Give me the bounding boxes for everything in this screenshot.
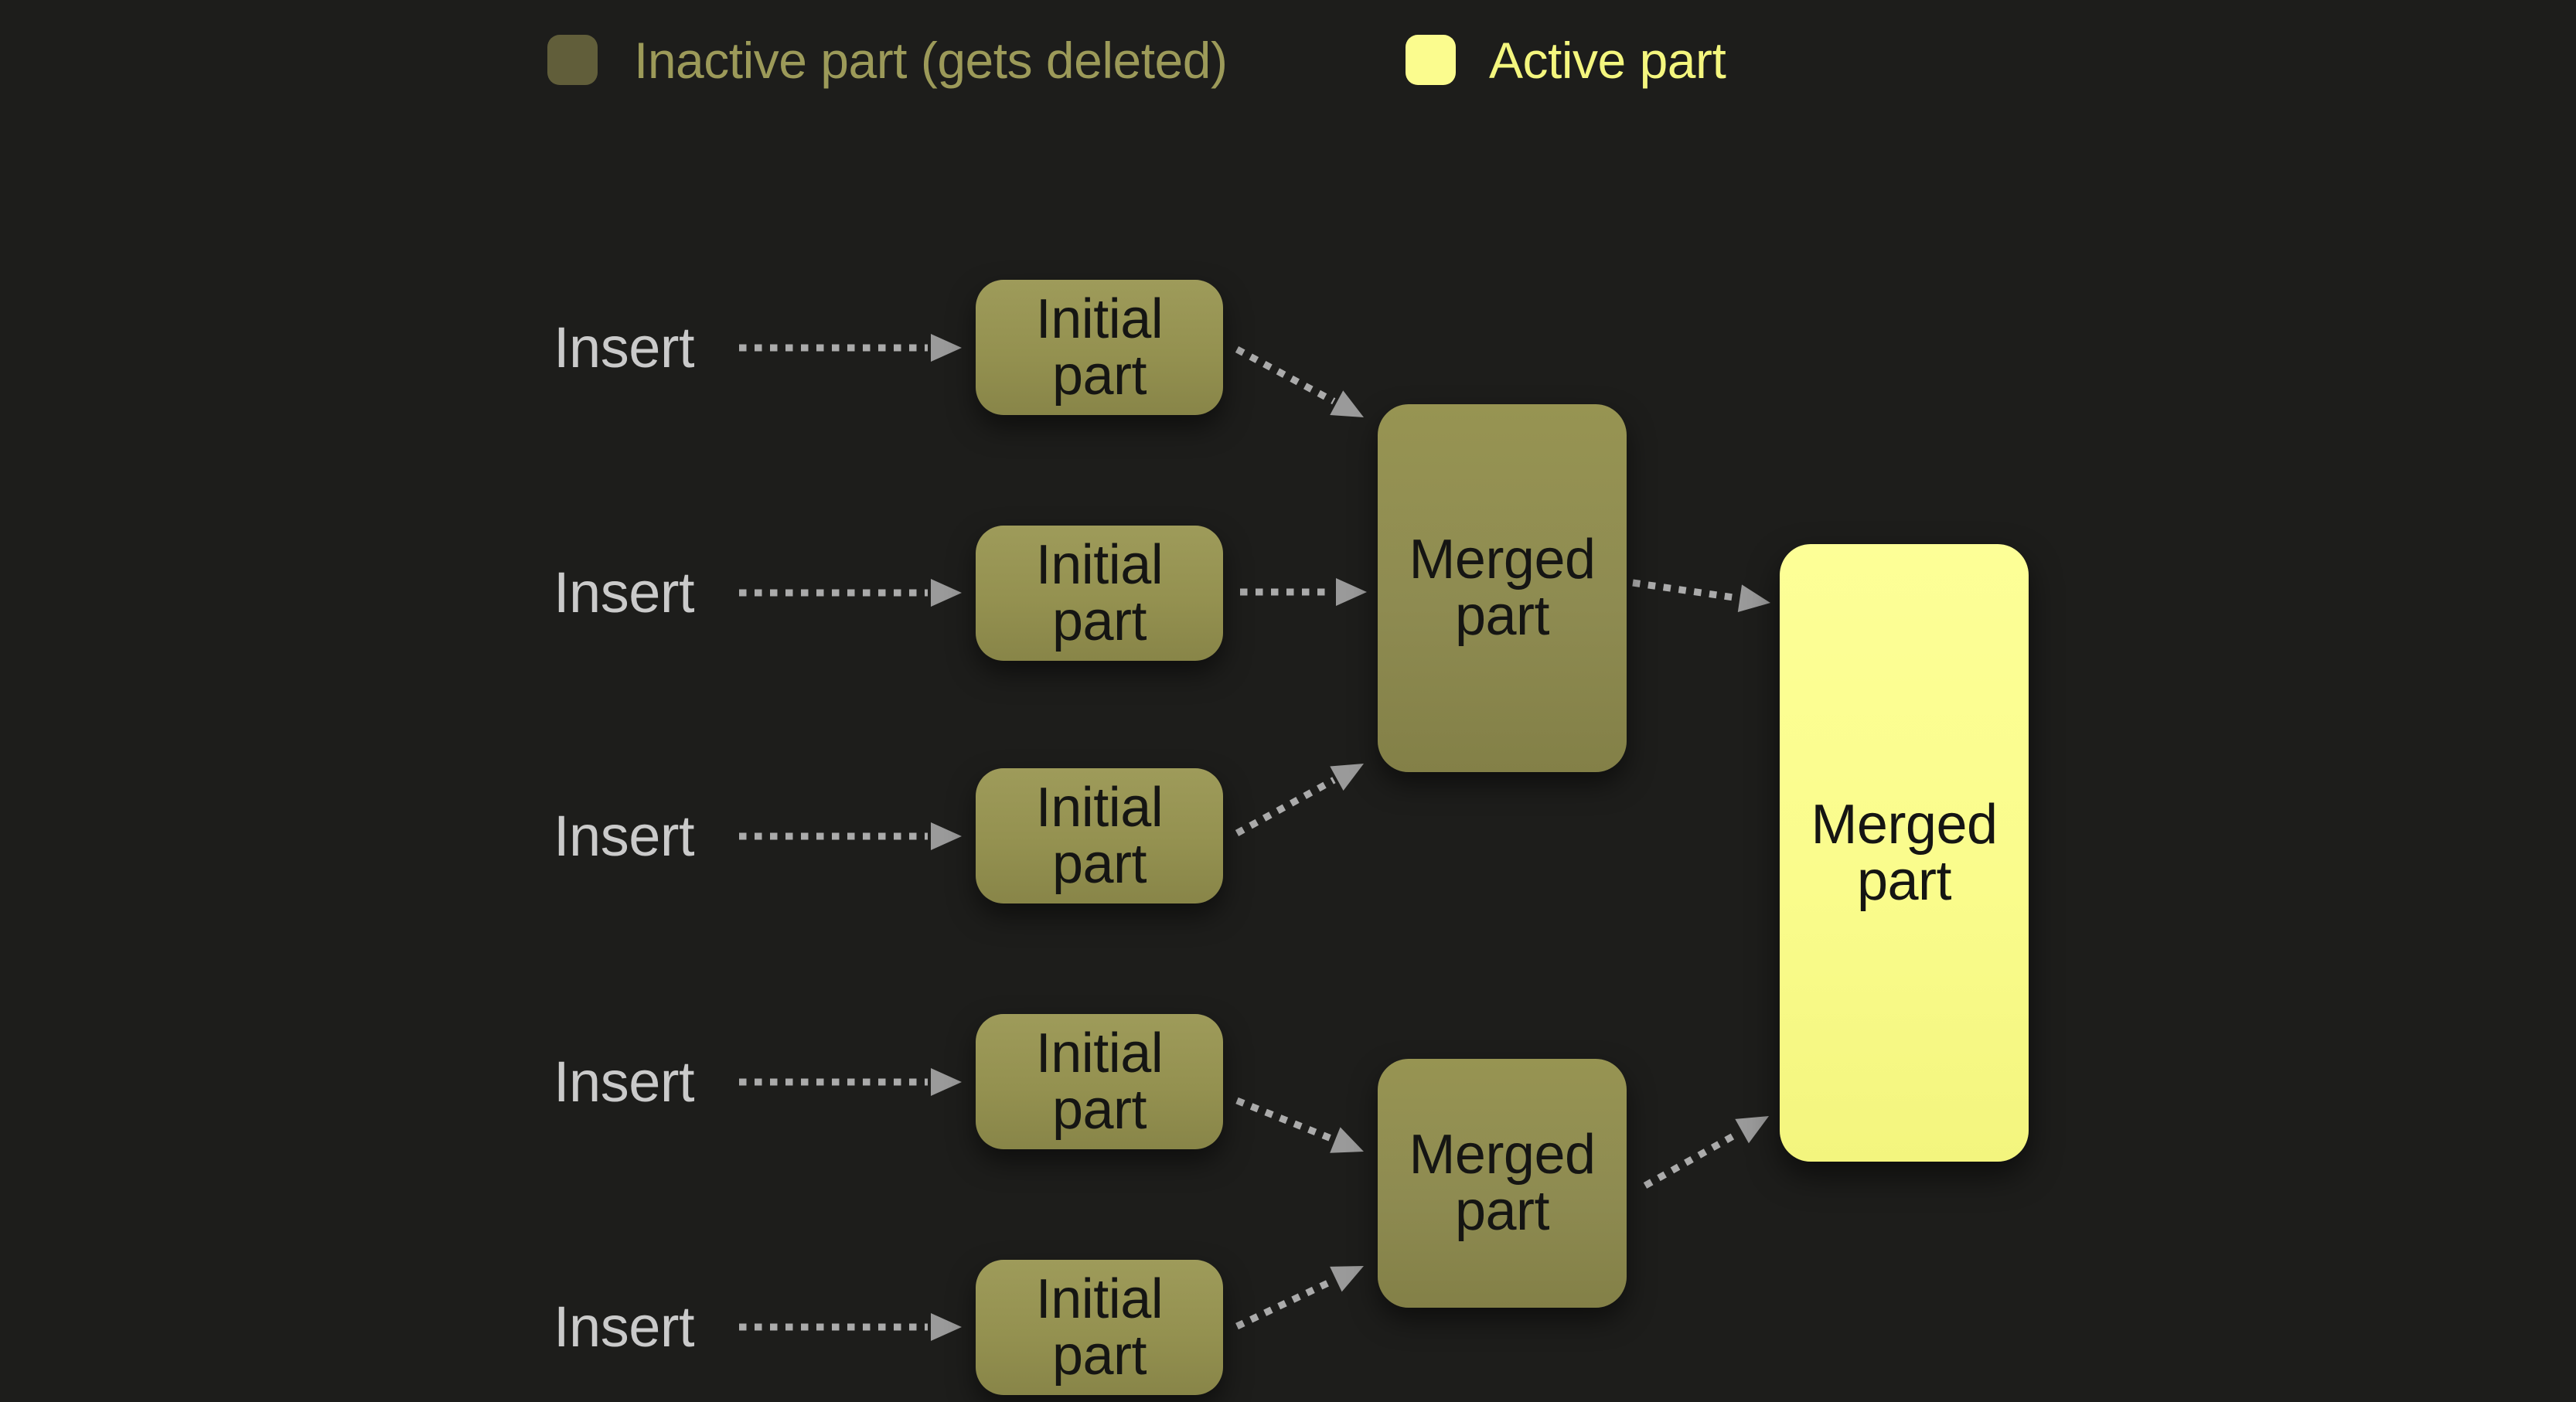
merged-part-box: Merged part bbox=[1378, 1059, 1627, 1308]
initial-part-box: Initial part bbox=[976, 1260, 1223, 1395]
arrowhead bbox=[931, 579, 962, 607]
arrowhead bbox=[1330, 1266, 1364, 1292]
arrow-initial-2-to-merged-1 bbox=[1240, 578, 1367, 606]
arrowhead bbox=[931, 1313, 962, 1341]
part-label-line: Initial bbox=[1035, 533, 1164, 596]
arrowhead bbox=[1330, 764, 1364, 791]
arrow-initial-5-to-merged-2 bbox=[1235, 1266, 1364, 1330]
insert-label: Insert bbox=[554, 560, 695, 624]
insert-label: Insert bbox=[554, 315, 695, 379]
part-label-line: Merged bbox=[1409, 529, 1596, 590]
part-label-line: part bbox=[1856, 849, 1952, 912]
arrowhead bbox=[1737, 584, 1770, 613]
legend-label-active: Active part bbox=[1489, 32, 1726, 89]
part-label-line: Initial bbox=[1035, 1022, 1164, 1084]
arrowhead bbox=[1735, 1116, 1769, 1144]
arrow-insert-5-to-initial-5 bbox=[739, 1313, 962, 1341]
arrowhead bbox=[1330, 1127, 1364, 1153]
merged-part-box: Merged part bbox=[1378, 404, 1627, 772]
insert-label: Insert bbox=[554, 804, 695, 868]
arrow-insert-4-to-initial-4 bbox=[739, 1068, 962, 1096]
part-label-line: part bbox=[1051, 1324, 1147, 1387]
part-label-line: part bbox=[1051, 1078, 1147, 1141]
legend-label-inactive: Inactive part (gets deleted) bbox=[634, 32, 1228, 89]
arrow-initial-4-to-merged-2 bbox=[1235, 1097, 1364, 1153]
arrow-initial-3-to-merged-1 bbox=[1235, 764, 1364, 836]
arrow-insert-2-to-initial-2 bbox=[739, 579, 962, 607]
part-label-line: Initial bbox=[1035, 288, 1164, 350]
initial-part-box: Initial part bbox=[976, 1014, 1223, 1149]
part-label-line: Initial bbox=[1035, 1268, 1164, 1330]
arrow-insert-3-to-initial-3 bbox=[739, 822, 962, 850]
part-label-line: part bbox=[1051, 590, 1147, 652]
part-label-line: Initial bbox=[1035, 776, 1164, 839]
arrow-initial-1-to-merged-1 bbox=[1235, 346, 1364, 417]
part-label-line: Merged bbox=[1811, 793, 1998, 856]
arrow-merged-1-to-merged-final bbox=[1632, 579, 1770, 613]
legend-swatch-active bbox=[1406, 35, 1456, 85]
arrowhead bbox=[931, 334, 962, 362]
insert-label: Insert bbox=[554, 1050, 695, 1114]
arrowhead bbox=[931, 1068, 962, 1096]
insert-label: Insert bbox=[554, 1295, 695, 1359]
arrowhead bbox=[1336, 578, 1367, 606]
arrowhead bbox=[931, 822, 962, 850]
part-label-line: Merged bbox=[1409, 1124, 1596, 1186]
part-label-line: part bbox=[1454, 585, 1550, 647]
part-label-line: part bbox=[1454, 1180, 1550, 1242]
initial-part-box: Initial part bbox=[976, 280, 1223, 415]
legend-swatch-inactive bbox=[547, 35, 598, 85]
initial-part-box: Initial part bbox=[976, 768, 1223, 903]
merged-part-final-box: Merged part bbox=[1780, 544, 2029, 1162]
arrow-insert-1-to-initial-1 bbox=[739, 334, 962, 362]
arrow-merged-2-to-merged-final bbox=[1643, 1116, 1769, 1189]
arrowhead bbox=[1330, 390, 1364, 417]
initial-part-box: Initial part bbox=[976, 526, 1223, 661]
part-label-line: part bbox=[1051, 832, 1147, 895]
part-label-line: part bbox=[1051, 344, 1147, 407]
